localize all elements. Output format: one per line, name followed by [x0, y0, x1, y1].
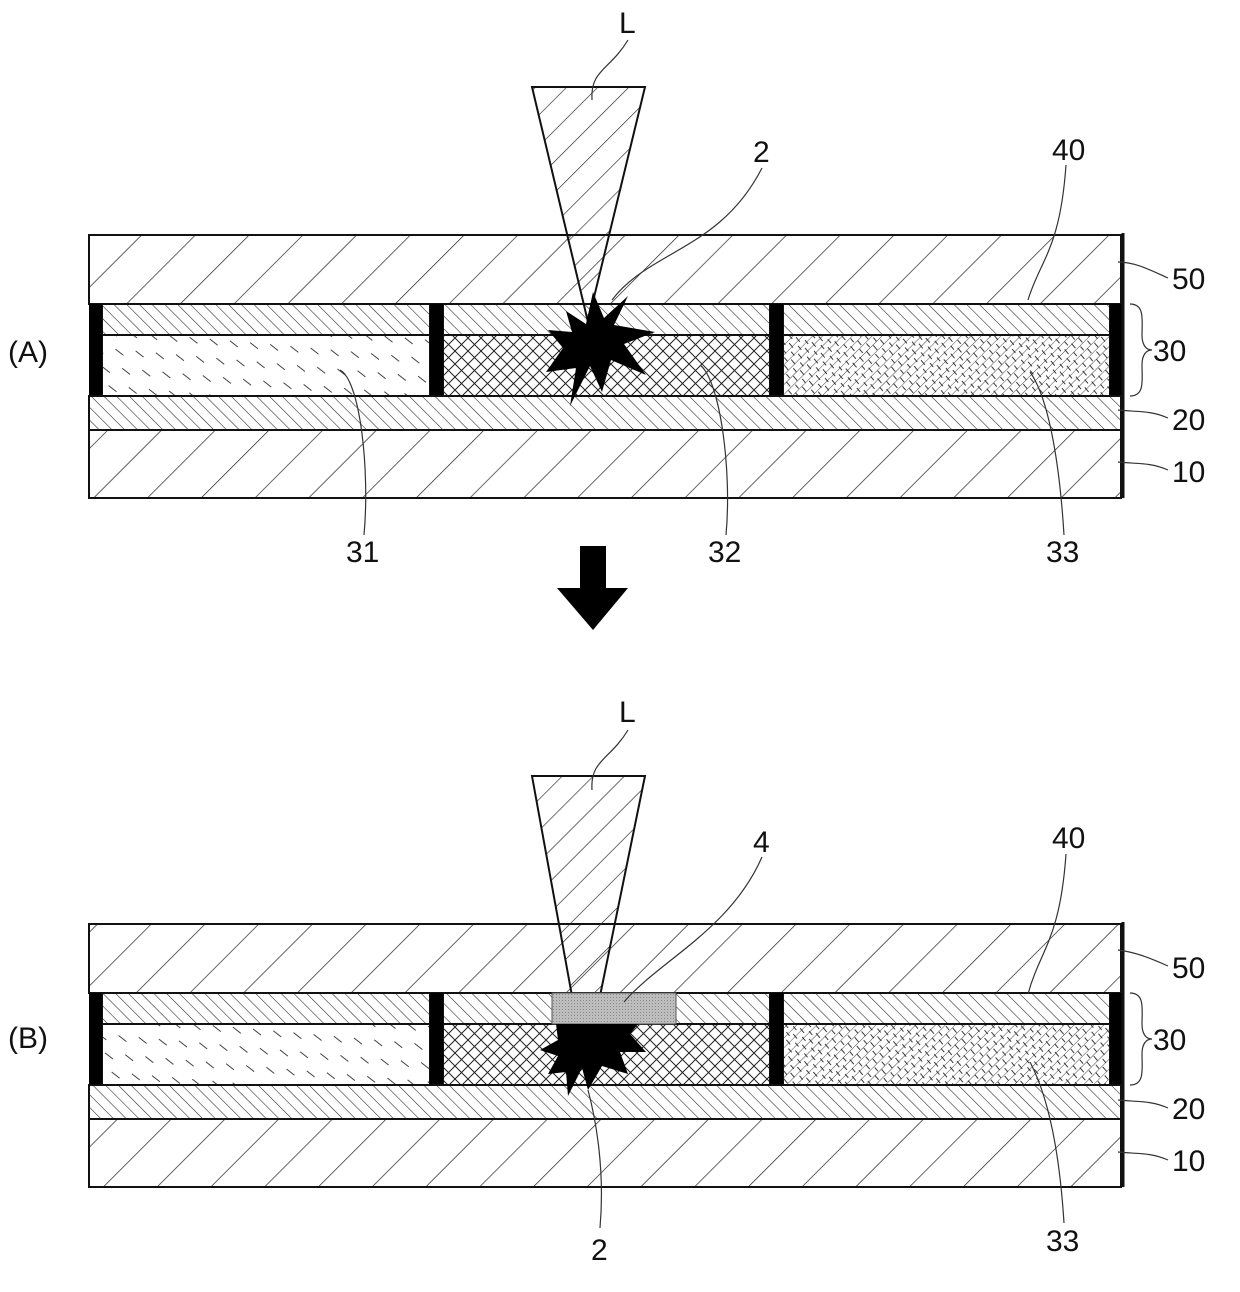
bank-a-4 — [1110, 304, 1123, 396]
subpixel-31-a — [102, 335, 430, 396]
panel-a: (A) — [8, 7, 1205, 569]
callout-30-a: 30 — [1153, 335, 1186, 368]
layer-20-a — [89, 396, 1121, 430]
callout-10-b: 10 — [1172, 1145, 1205, 1178]
layer-10-a — [89, 430, 1121, 498]
bank-a-1 — [89, 304, 102, 396]
callout-33-a: 33 — [1046, 536, 1079, 569]
brace-30-b — [1130, 993, 1152, 1085]
callout-20-a: 20 — [1172, 404, 1205, 437]
bank-a-3 — [770, 304, 783, 396]
callout-30-b: 30 — [1153, 1024, 1186, 1057]
panel-a-label: (A) — [8, 336, 48, 369]
panel-b-label: (B) — [8, 1022, 48, 1055]
callout-33-b: 33 — [1046, 1225, 1079, 1258]
down-arrow-icon — [557, 546, 628, 630]
callout-40-a: 40 — [1052, 134, 1085, 167]
callout-50-b: 50 — [1172, 952, 1205, 985]
callout-4-b: 4 — [753, 826, 770, 859]
subpixel-33-a — [783, 335, 1110, 396]
bank-a-2 — [430, 304, 443, 396]
brace-30-a — [1130, 304, 1152, 396]
subpixel-31-b — [102, 1024, 430, 1085]
bank-b-1 — [89, 993, 102, 1085]
callout-50-a: 50 — [1172, 263, 1205, 296]
callout-10-a: 10 — [1172, 456, 1205, 489]
layer-10-b — [89, 1119, 1121, 1187]
bank-b-3 — [770, 993, 783, 1085]
callout-20-b: 20 — [1172, 1093, 1205, 1126]
layer-20-b — [89, 1085, 1121, 1119]
callout-2-a: 2 — [753, 136, 770, 169]
panel-b: (B) L 4 40 50 30 — [8, 696, 1205, 1267]
layer-40-a-right — [783, 304, 1110, 335]
callout-40-b: 40 — [1052, 822, 1085, 855]
callout-31-a: 31 — [346, 536, 379, 569]
callout-l-b: L — [619, 696, 636, 729]
bank-b-4 — [1110, 993, 1123, 1085]
callout-32-a: 32 — [708, 536, 741, 569]
bank-b-2 — [430, 993, 443, 1085]
callout-2-b: 2 — [591, 1234, 608, 1267]
layer-40-a-left — [102, 304, 430, 335]
callout-l-a: L — [619, 7, 636, 40]
subpixel-33-b — [783, 1024, 1110, 1085]
layer-40-b-right — [783, 993, 1110, 1024]
repair-region-4 — [552, 993, 676, 1024]
layer-40-b-left — [102, 993, 430, 1024]
